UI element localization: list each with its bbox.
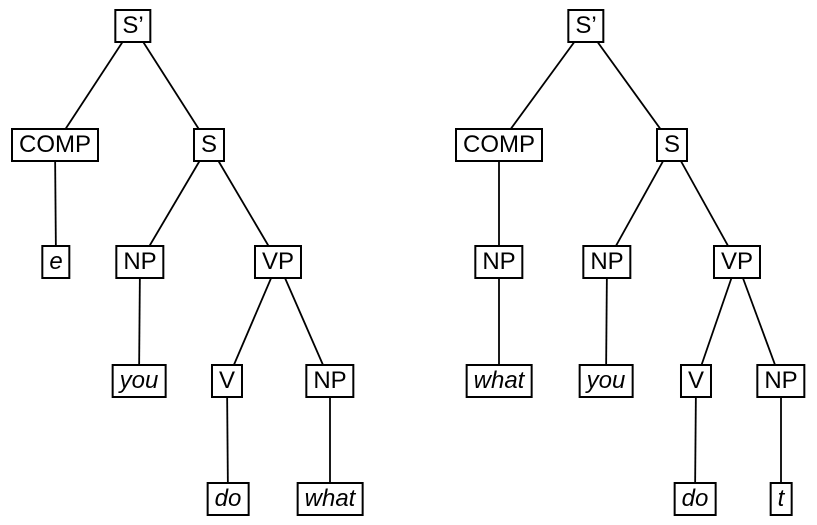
tree-edge-right-tree-s-vp bbox=[671, 144, 738, 263]
tree-edge-left-tree-comp-e bbox=[54, 144, 57, 263]
tree-edge-right-tree-v-do bbox=[694, 380, 697, 500]
tree-node-left-tree-you: you bbox=[111, 364, 167, 398]
tree-node-right-tree-do: do bbox=[673, 482, 717, 516]
tree-edge-left-tree-v-do bbox=[226, 380, 229, 500]
tree-edge-right-tree-sbar-comp bbox=[498, 25, 587, 146]
tree-edge-right-tree-s-np1 bbox=[606, 144, 673, 263]
tree-node-left-tree-v: V bbox=[210, 364, 244, 398]
tree-node-left-tree-np1: NP bbox=[115, 245, 165, 279]
tree-edge-left-tree-s-np1 bbox=[139, 144, 210, 263]
tree-node-left-tree-vp: VP bbox=[253, 245, 303, 279]
tree-edge-left-tree-vp-v bbox=[226, 261, 279, 382]
tree-node-right-tree-np0: NP bbox=[474, 245, 524, 279]
tree-edge-left-tree-sbar-comp bbox=[54, 25, 134, 146]
tree-edge-left-tree-vp-np2 bbox=[277, 261, 331, 382]
tree-edge-right-tree-vp-v bbox=[695, 261, 738, 382]
tree-node-right-tree-vp: VP bbox=[712, 245, 762, 279]
tree-edge-left-tree-sbar-s bbox=[132, 25, 210, 146]
tree-node-left-tree-do: do bbox=[206, 482, 250, 516]
tree-node-left-tree-np2: NP bbox=[305, 364, 355, 398]
tree-node-left-tree-sbar: S’ bbox=[114, 9, 152, 43]
tree-node-left-tree-s: S bbox=[192, 128, 226, 162]
tree-edge-right-tree-sbar-s bbox=[585, 25, 673, 146]
tree-node-right-tree-you: you bbox=[578, 364, 634, 398]
tree-edge-right-tree-np1-you bbox=[605, 261, 608, 382]
tree-node-right-tree-sbar: S’ bbox=[567, 9, 605, 43]
tree-node-right-tree-s: S bbox=[655, 128, 689, 162]
tree-node-left-tree-e: e bbox=[41, 245, 71, 279]
tree-node-right-tree-v: V bbox=[679, 364, 713, 398]
tree-edge-left-tree-s-vp bbox=[208, 144, 279, 263]
tree-node-right-tree-what: what bbox=[465, 364, 533, 398]
tree-edge-left-tree-np1-you bbox=[138, 261, 141, 382]
tree-node-right-tree-comp: COMP bbox=[455, 128, 543, 162]
tree-node-left-tree-comp: COMP bbox=[11, 128, 99, 162]
tree-node-right-tree-t: t bbox=[769, 482, 793, 516]
tree-node-right-tree-np2: NP bbox=[756, 364, 806, 398]
tree-node-left-tree-what: what bbox=[296, 482, 364, 516]
tree-node-right-tree-np1: NP bbox=[582, 245, 632, 279]
tree-edge-right-tree-vp-np2 bbox=[736, 261, 782, 382]
